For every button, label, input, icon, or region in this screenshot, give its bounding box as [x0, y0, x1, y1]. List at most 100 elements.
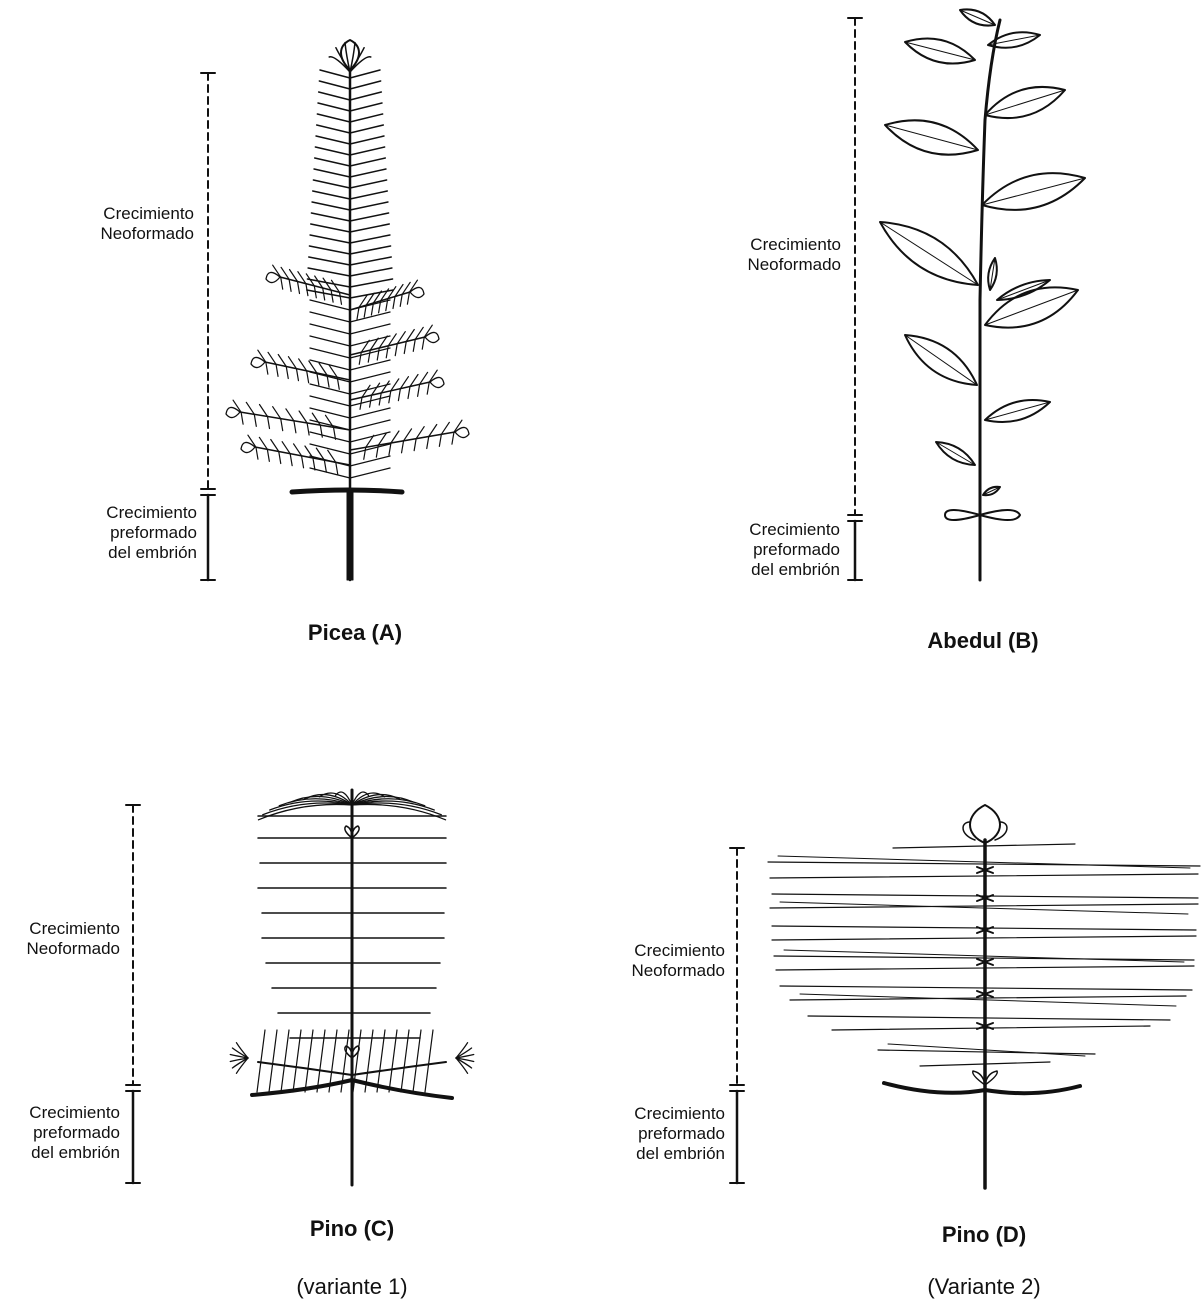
- picea-needle: [350, 468, 390, 478]
- picea-needle: [350, 191, 387, 199]
- pine-c-hatch: [305, 1030, 313, 1092]
- picea-needle: [350, 213, 389, 221]
- picea-needle: [350, 125, 383, 133]
- picea-needle: [350, 103, 382, 111]
- pine-c-terminal-needle: [258, 804, 352, 819]
- picea-branch-needle: [286, 367, 288, 379]
- picea-branch-needle: [427, 437, 429, 449]
- pine-c-preformed-label: Crecimientopreformadodel embrión: [4, 1103, 120, 1163]
- picea-branch-needle: [307, 423, 309, 435]
- picea-needle: [311, 224, 350, 232]
- picea-branch-needle: [266, 362, 268, 374]
- picea-branch-needle: [267, 449, 269, 461]
- picea-needle: [350, 268, 392, 276]
- birch-leaf-midrib: [997, 280, 1050, 300]
- picea-needle: [350, 70, 380, 78]
- picea-branch-bud: [251, 357, 265, 367]
- picea-branch-needle: [395, 344, 397, 356]
- picea-needle: [350, 456, 390, 466]
- birch-seedling-drawing: [880, 9, 1085, 580]
- picea-seedling-drawing: [226, 40, 469, 580]
- picea-branch-bud: [241, 442, 255, 452]
- picea-branch-needle: [402, 441, 404, 453]
- picea-needle: [350, 279, 393, 287]
- picea-needle: [308, 268, 350, 276]
- picea-needle: [350, 312, 390, 322]
- picea-branch-needle: [336, 462, 338, 474]
- birch-neoformed-label: CrecimientoNeoformado: [710, 235, 841, 275]
- picea-branch-needle: [281, 277, 283, 289]
- picea-branch-needle: [256, 447, 258, 459]
- picea-needle: [310, 348, 350, 358]
- picea-needle: [350, 408, 390, 418]
- pine-c-subcaption: (variante 1): [252, 1274, 452, 1300]
- birch-cotyledon: [980, 510, 1020, 520]
- birch-cotyledon: [945, 510, 980, 520]
- picea-needle: [350, 324, 390, 334]
- picea-branch-needle: [400, 294, 402, 306]
- picea-branch-needle: [424, 325, 432, 337]
- picea-needle: [313, 180, 350, 188]
- picea-branch-needle: [398, 389, 400, 401]
- picea-branch-bud: [430, 377, 444, 387]
- picea-branch-needle: [331, 290, 333, 302]
- growth-brackets: [126, 18, 862, 1183]
- picea-needle: [315, 158, 350, 166]
- picea-branch-needle: [418, 384, 420, 396]
- picea-branch-bud: [226, 407, 240, 417]
- birch-leaf-midrib: [936, 442, 975, 465]
- picea-needle: [350, 257, 391, 265]
- picea-needle: [310, 408, 350, 418]
- pine-c-caption: Pino (C): [252, 1216, 452, 1242]
- picea-branch-needle: [377, 348, 379, 360]
- picea-needle: [350, 246, 391, 254]
- picea-branch-needle: [273, 265, 281, 277]
- pine-d-caption: Pino (D): [884, 1222, 1084, 1248]
- picea-needle: [310, 456, 350, 466]
- pine-variant-1-seedling-drawing: [230, 790, 473, 1185]
- pine-d-needle-row: [808, 1016, 1170, 1020]
- picea-needle: [310, 432, 350, 442]
- birch-preformed-label: Crecimientopreformadodel embrión: [705, 520, 840, 580]
- picea-stem-base: [347, 490, 353, 580]
- picea-needle: [350, 420, 390, 430]
- pine-c-hatch: [389, 1030, 397, 1092]
- birch-leaf-midrib: [905, 335, 977, 385]
- birch-caption: Abedul (B): [883, 628, 1083, 654]
- picea-needle: [350, 158, 385, 166]
- picea-needle: [350, 169, 386, 177]
- picea-needle: [310, 300, 350, 310]
- pine-c-hatch: [413, 1030, 421, 1092]
- picea-branch-needle: [357, 307, 359, 319]
- picea-needle: [350, 202, 388, 210]
- picea-needle: [310, 235, 350, 243]
- picea-needle: [350, 136, 384, 144]
- pine-d-needle-row: [790, 996, 1186, 1000]
- picea-needle: [310, 324, 350, 334]
- birch-leaf-midrib: [880, 222, 978, 285]
- picea-needle: [350, 114, 383, 122]
- picea-needle: [313, 191, 350, 199]
- picea-branch-needle: [414, 439, 416, 451]
- picea-branch-needle: [359, 352, 361, 364]
- picea-branch-needle: [413, 339, 415, 351]
- picea-branch-needle: [268, 417, 270, 429]
- picea-branch-needle: [296, 369, 298, 381]
- picea-branch-needle: [324, 460, 326, 472]
- picea-needle: [319, 92, 350, 100]
- picea-branch-needle: [393, 297, 395, 309]
- pine-c-hatch: [269, 1030, 277, 1092]
- picea-branch-needle: [276, 364, 278, 376]
- picea-needle: [310, 336, 350, 346]
- picea-needle: [310, 372, 350, 382]
- picea-needle: [309, 257, 350, 265]
- picea-cotyledons: [292, 490, 402, 492]
- pine-c-terminal-needle: [352, 804, 446, 819]
- picea-branch-needle: [407, 292, 409, 304]
- pine-c-hatch: [377, 1030, 385, 1092]
- picea-needle: [310, 468, 350, 478]
- picea-needle: [319, 81, 350, 89]
- picea-branch-needle: [290, 454, 292, 466]
- picea-needle: [314, 169, 350, 177]
